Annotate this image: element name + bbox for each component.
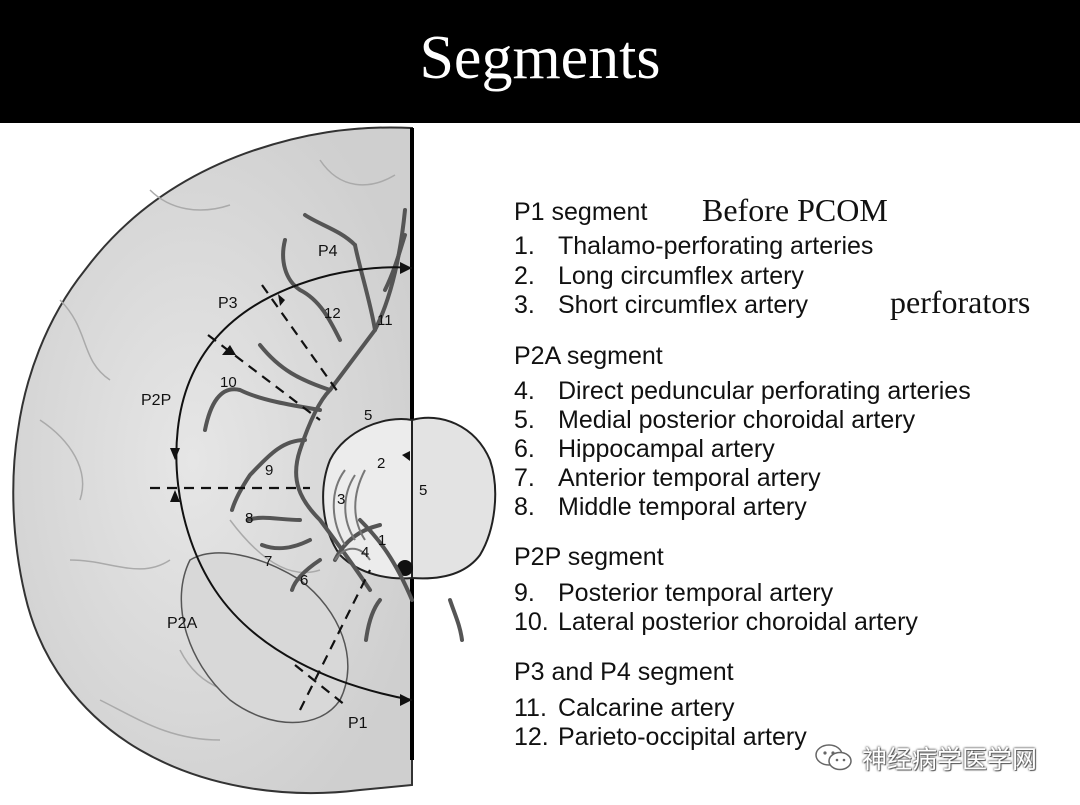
item-number: 11. [514,694,547,722]
item-text: Parieto-occipital artery [558,723,807,751]
item-number: 1. [514,232,535,260]
wechat-icon [815,744,852,771]
p2p-heading: P2P segment [514,543,664,571]
item-number: 4. [514,377,535,405]
artery-number-7: 7 [264,553,272,570]
list-item: 5. Medial posterior choroidal artery [514,406,915,435]
item-text: Middle temporal artery [558,493,807,521]
p1-heading: P1 segment [514,198,648,226]
item-number: 3. [514,291,535,319]
item-number: 6. [514,435,535,463]
item-number: 8. [514,493,535,521]
item-text: Lateral posterior choroidal artery [558,608,918,636]
item-number: 10. [514,608,549,636]
watermark-text: 神经病学医学网 [862,746,1038,774]
segment-label-p4: P4 [318,243,338,260]
artery-number-5a: 5 [364,407,372,424]
item-text: Hippocampal artery [558,435,775,463]
list-item: 8. Middle temporal artery [514,493,807,522]
list-item: 12. Parieto-occipital artery [514,723,807,752]
list-item: 7. Anterior temporal artery [514,464,821,493]
artery-number-5b: 5 [419,482,427,499]
segment-label-p2a: P2A [167,615,198,632]
list-item: 4. Direct peduncular perforating arteries [514,377,971,406]
item-number: 7. [514,464,535,492]
watermark: 神经病学医学网 [814,740,1037,776]
list-item: 11. Calcarine artery [514,694,734,723]
artery-number-9: 9 [265,462,273,479]
artery-number-12: 12 [324,305,341,322]
artery-number-4: 4 [361,544,369,561]
list-item: 9. Posterior temporal artery [514,579,833,608]
item-text: Thalamo-perforating arteries [558,232,874,260]
item-text: Medial posterior choroidal artery [558,406,916,434]
p2a-heading: P2A segment [514,342,663,370]
legend-panel: P1 segment Before PCOM 1. Thalamo-perfora… [514,190,1080,760]
slide-title: Segments [419,23,661,92]
segment-label-p3: P3 [218,295,238,312]
segment-dividers [150,284,371,711]
list-item: 3. Short circumflex artery [514,291,808,320]
item-number: 2. [514,262,535,290]
list-item: 10. Lateral posterior choroidal artery [514,608,918,637]
item-text: Long circumflex artery [558,262,804,290]
item-text: Calcarine artery [558,694,735,722]
segment-label-p1: P1 [348,715,368,732]
p1-note: Before PCOM [702,192,888,228]
p1-side-note: perforators [890,284,1031,320]
item-text: Short circumflex artery [558,291,809,319]
list-item: 2. Long circumflex artery [514,262,804,291]
artery-number-3: 3 [337,491,345,508]
artery-number-8: 8 [245,510,253,527]
list-item: 6. Hippocampal artery [514,435,775,464]
artery-number-11: 11 [377,312,393,329]
item-text: Posterior temporal artery [558,579,834,607]
brain-diagram: P4 P3 P2P P2A P1 1 2 3 4 5 5 6 7 8 9 10 … [12,126,497,795]
list-item: 1. Thalamo-perforating arteries [514,232,873,261]
artery-number-6: 6 [300,572,308,589]
title-bar: Segments [0,0,1080,123]
item-number: 5. [514,406,535,434]
artery-number-10: 10 [220,374,237,391]
segment-arc [170,262,413,706]
artery-number-1: 1 [378,532,386,549]
item-text: Anterior temporal artery [558,464,821,492]
artery-number-2: 2 [377,455,385,472]
item-number: 9. [514,579,535,607]
item-number: 12. [514,723,549,751]
item-text: Direct peduncular perforating arteries [558,377,971,405]
segment-label-p2p: P2P [141,392,171,409]
midbrain [322,416,497,580]
p34-heading: P3 and P4 segment [514,658,734,686]
